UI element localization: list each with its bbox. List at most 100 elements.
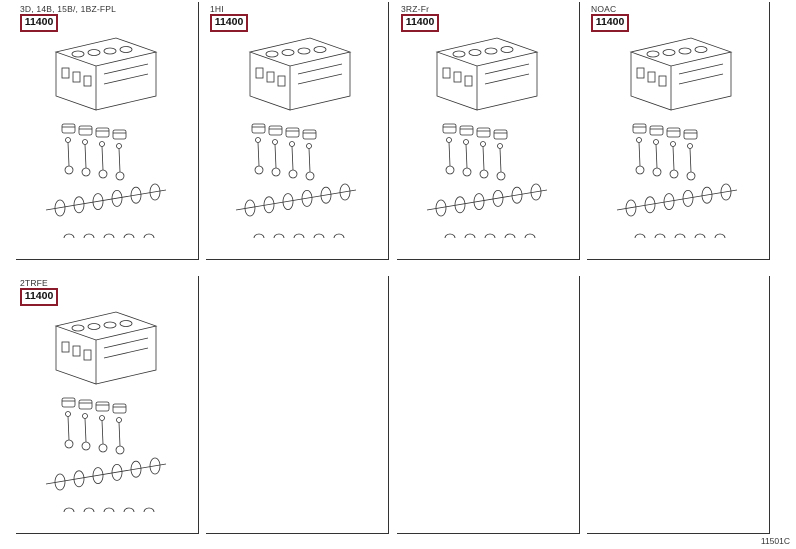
bearing-shell (313, 233, 325, 239)
rod-big-end (64, 165, 74, 175)
connecting-rod-set (64, 137, 125, 181)
rod-beam (638, 142, 641, 167)
crank-web (530, 183, 542, 201)
crank-web (492, 189, 504, 207)
part-code-button[interactable]: 11400 (20, 14, 58, 32)
cylinder-bore (452, 50, 466, 58)
block-port (61, 67, 70, 79)
block-port (658, 75, 667, 87)
bearing-shell (143, 507, 155, 513)
block-port (83, 349, 92, 361)
piston (302, 129, 317, 140)
rod-small-end (670, 141, 676, 147)
rod-big-end (98, 169, 108, 179)
cylinder-bore (694, 46, 708, 53)
bearing-set (634, 233, 726, 239)
piston (61, 123, 76, 134)
rod-beam (67, 142, 70, 167)
empty-panel-7 (397, 276, 580, 534)
cylinder-bore (646, 50, 660, 58)
block-port (464, 75, 473, 87)
block-port (647, 71, 656, 83)
crank-web (435, 199, 447, 217)
crank-web (663, 193, 675, 211)
rod-big-end (271, 167, 281, 177)
engine-block-drawing (206, 32, 389, 258)
bearing-shell (464, 233, 476, 239)
cylinder-bore (103, 47, 117, 55)
crank-web (625, 199, 637, 217)
bearing-set (253, 233, 345, 239)
cylinder-bore (500, 46, 514, 53)
piston (493, 129, 508, 140)
rod-big-end (288, 169, 298, 179)
rod-beam (465, 144, 468, 169)
cylinder-bore (103, 321, 117, 329)
rod-small-end (446, 137, 452, 143)
piston (649, 125, 664, 136)
rod-small-end (65, 411, 71, 417)
rod-big-end (445, 165, 455, 175)
crank-web (130, 460, 142, 478)
block-port (83, 75, 92, 87)
bearing-shell (333, 233, 345, 239)
bearing-shell (714, 233, 726, 239)
piston (112, 129, 127, 140)
piston (666, 127, 681, 138)
crank-web (282, 193, 294, 211)
bearing-shell (253, 233, 265, 239)
cylinder-bore (87, 323, 101, 330)
rod-small-end (65, 137, 71, 143)
rod-big-end (462, 167, 472, 177)
rod-big-end (669, 169, 679, 179)
crank-web (320, 186, 332, 204)
engine-label: 3D, 14B, 15B/, 1BZ-FPL (20, 4, 117, 14)
cylinder-bore (265, 50, 279, 58)
engine-label: NOAC (591, 4, 617, 14)
rod-small-end (116, 143, 122, 149)
engine-block-drawing (587, 32, 770, 258)
cylinder-block (629, 37, 733, 111)
rod-beam (308, 148, 311, 173)
bearing-shell (293, 233, 305, 239)
rod-beam (655, 144, 658, 169)
rod-beam (118, 422, 121, 447)
crankshaft (45, 457, 167, 491)
rod-beam (67, 416, 70, 441)
rod-small-end (272, 139, 278, 145)
cylinder-bore (281, 49, 295, 56)
bearing-shell (103, 507, 115, 513)
rod-big-end (254, 165, 264, 175)
crank-web (454, 196, 466, 214)
piston (61, 397, 76, 408)
rod-big-end (81, 441, 91, 451)
rod-beam (291, 146, 294, 171)
engine-panel-2: 1HI 11400 (206, 2, 389, 260)
rod-small-end (82, 413, 88, 419)
part-code-button[interactable]: 11400 (401, 14, 439, 32)
part-code-button[interactable]: 11400 (591, 14, 629, 32)
crank-web (263, 196, 275, 214)
crank-web (149, 457, 161, 475)
bearing-shell (83, 507, 95, 513)
connecting-rod-set (64, 411, 125, 455)
piston-set (442, 123, 508, 140)
part-code-button[interactable]: 11400 (210, 14, 248, 32)
crank-web (473, 193, 485, 211)
crank-web (54, 473, 66, 491)
rod-beam (257, 142, 260, 167)
cylinder-bore (484, 47, 498, 55)
engine-label: 1HI (210, 4, 224, 14)
piston (78, 125, 93, 136)
rod-small-end (497, 143, 503, 149)
rod-big-end (115, 445, 125, 455)
rod-small-end (306, 143, 312, 149)
block-port (277, 75, 286, 87)
rod-small-end (636, 137, 642, 143)
part-code-button[interactable]: 11400 (20, 288, 58, 306)
exploded-view-svg (45, 311, 167, 513)
engine-panel-5: 2TRFE 11400 (16, 276, 199, 534)
piston (459, 125, 474, 136)
piston (632, 123, 647, 134)
crank-web (111, 463, 123, 481)
